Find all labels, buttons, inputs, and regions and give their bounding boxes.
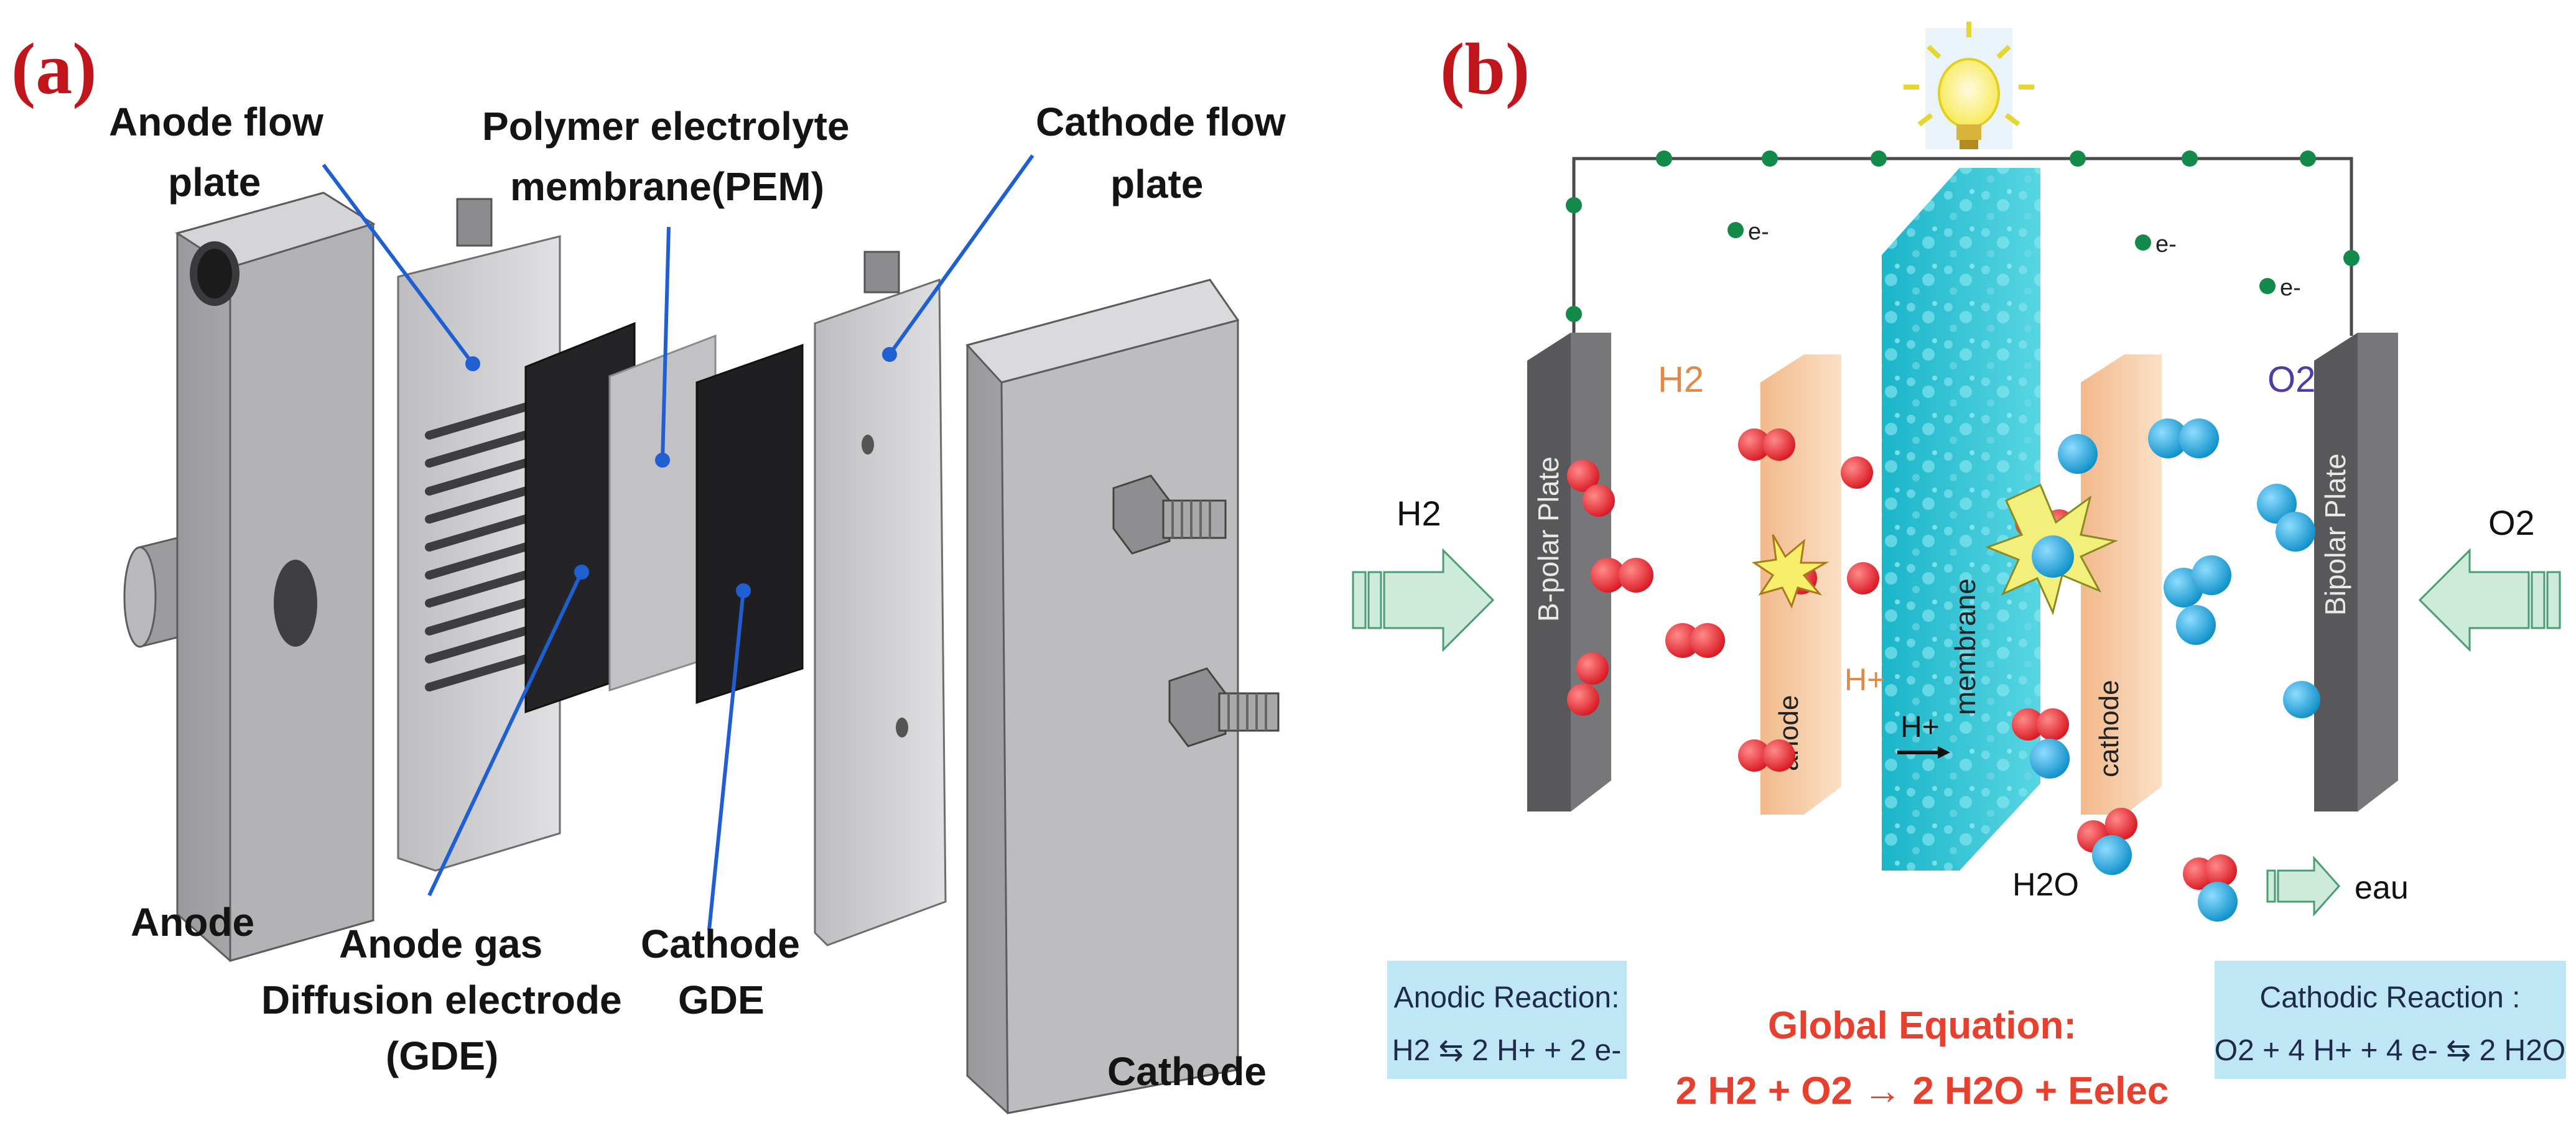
- label-anode: Anode: [131, 900, 254, 945]
- cathodic-equation: O2 + 4 H+ + 4 e- ⇆ 2 H2O: [2215, 1034, 2566, 1067]
- label-cathode-flow-plate-2: plate: [1110, 162, 1203, 206]
- cathodic-reaction-box: Cathodic Reaction : O2 + 4 H+ + 4 e- ⇆ 2…: [2215, 961, 2566, 1079]
- h-plus-label-1: H+: [1844, 662, 1885, 697]
- label-cathode-gde-1: Cathode: [641, 922, 800, 966]
- bipolar-plate-right: Bipolar Plate: [2314, 333, 2398, 812]
- membrane: membrane: [1882, 168, 2040, 871]
- label-anode-gde-1: Anode gas: [339, 922, 542, 966]
- anodic-equation: H2 ⇆ 2 H+ + 2 e-: [1392, 1034, 1621, 1067]
- water-outlet-arrow: [2266, 856, 2341, 917]
- h2o-label: H2O: [2012, 867, 2079, 903]
- electron-label-1: e-: [1748, 219, 1769, 245]
- membrane-label: membrane: [1949, 578, 1981, 715]
- eau-label: eau: [2355, 870, 2409, 906]
- electron-label-2: e-: [2155, 231, 2177, 257]
- electron-dots-wire: [1566, 150, 2360, 322]
- leader-dots: [465, 347, 897, 598]
- anode-end-block: [123, 192, 376, 962]
- cathode-gde: [695, 343, 804, 705]
- label-cathode: Cathode: [1107, 1049, 1267, 1094]
- label-cathode-flow-plate-1: Cathode flow: [1036, 99, 1286, 144]
- label-anode-gde-3: (GDE): [386, 1034, 498, 1078]
- anode-flow-plate: [397, 198, 561, 872]
- label-anode-flow-plate-2: plate: [168, 160, 261, 205]
- h2-inlet-arrow: [1352, 548, 1495, 652]
- panel-a: (a): [11, 28, 1286, 1114]
- bolt-bottom: [1168, 667, 1280, 747]
- h2-inlet-label: H2: [1397, 494, 1441, 533]
- label-anode-flow-plate-1: Anode flow: [109, 99, 323, 144]
- cathodic-title: Cathodic Reaction :: [2260, 981, 2521, 1014]
- free-electrons: e- e- e-: [1727, 219, 2301, 301]
- anodic-title: Anodic Reaction:: [1394, 981, 1620, 1014]
- cathode-label: cathode: [2094, 680, 2124, 777]
- panel-b: (b): [1352, 22, 2566, 1112]
- o2-inlet-label: O2: [2488, 503, 2535, 542]
- panel-a-label: (a): [11, 28, 97, 109]
- bolt-top: [1112, 474, 1227, 555]
- h-plus-label-2: H+: [1900, 711, 1940, 744]
- h2-top-label: H2: [1658, 359, 1704, 400]
- cathode-electrode: cathode: [2081, 354, 2162, 815]
- label-pem-1: Polymer electrolyte: [482, 104, 850, 149]
- electron-label-3: e-: [2280, 275, 2301, 301]
- oxygen-atoms: [2030, 419, 2320, 922]
- circuit-wire: [1572, 157, 2353, 336]
- bipolar-left-label: B-polar Plate: [1532, 456, 1565, 622]
- flow-channels: [425, 400, 539, 691]
- label-anode-gde-2: Diffusion electrode: [261, 978, 622, 1022]
- panel-b-label: (b): [1440, 28, 1530, 109]
- anodic-reaction-box: Anodic Reaction: H2 ⇆ 2 H+ + 2 e-: [1387, 961, 1627, 1079]
- label-pem-2: membrane(PEM): [510, 164, 824, 209]
- label-cathode-gde-2: GDE: [678, 978, 765, 1022]
- spark-anode-icon: [1751, 534, 1830, 609]
- cathode-end-block: [965, 279, 1280, 1114]
- cathode-flow-plate: [814, 251, 947, 946]
- light-bulb-icon: [1904, 22, 2034, 149]
- bipolar-right-label: Bipolar Plate: [2319, 453, 2351, 616]
- o2-inlet-arrow: [2418, 548, 2561, 652]
- global-equation-title: Global Equation:: [1768, 1004, 2076, 1047]
- o2-top-label: O2: [2267, 359, 2315, 400]
- global-equation: 2 H2 + O2 → 2 H2O + Eelec: [1676, 1070, 2169, 1112]
- leader-lines: [322, 154, 1035, 930]
